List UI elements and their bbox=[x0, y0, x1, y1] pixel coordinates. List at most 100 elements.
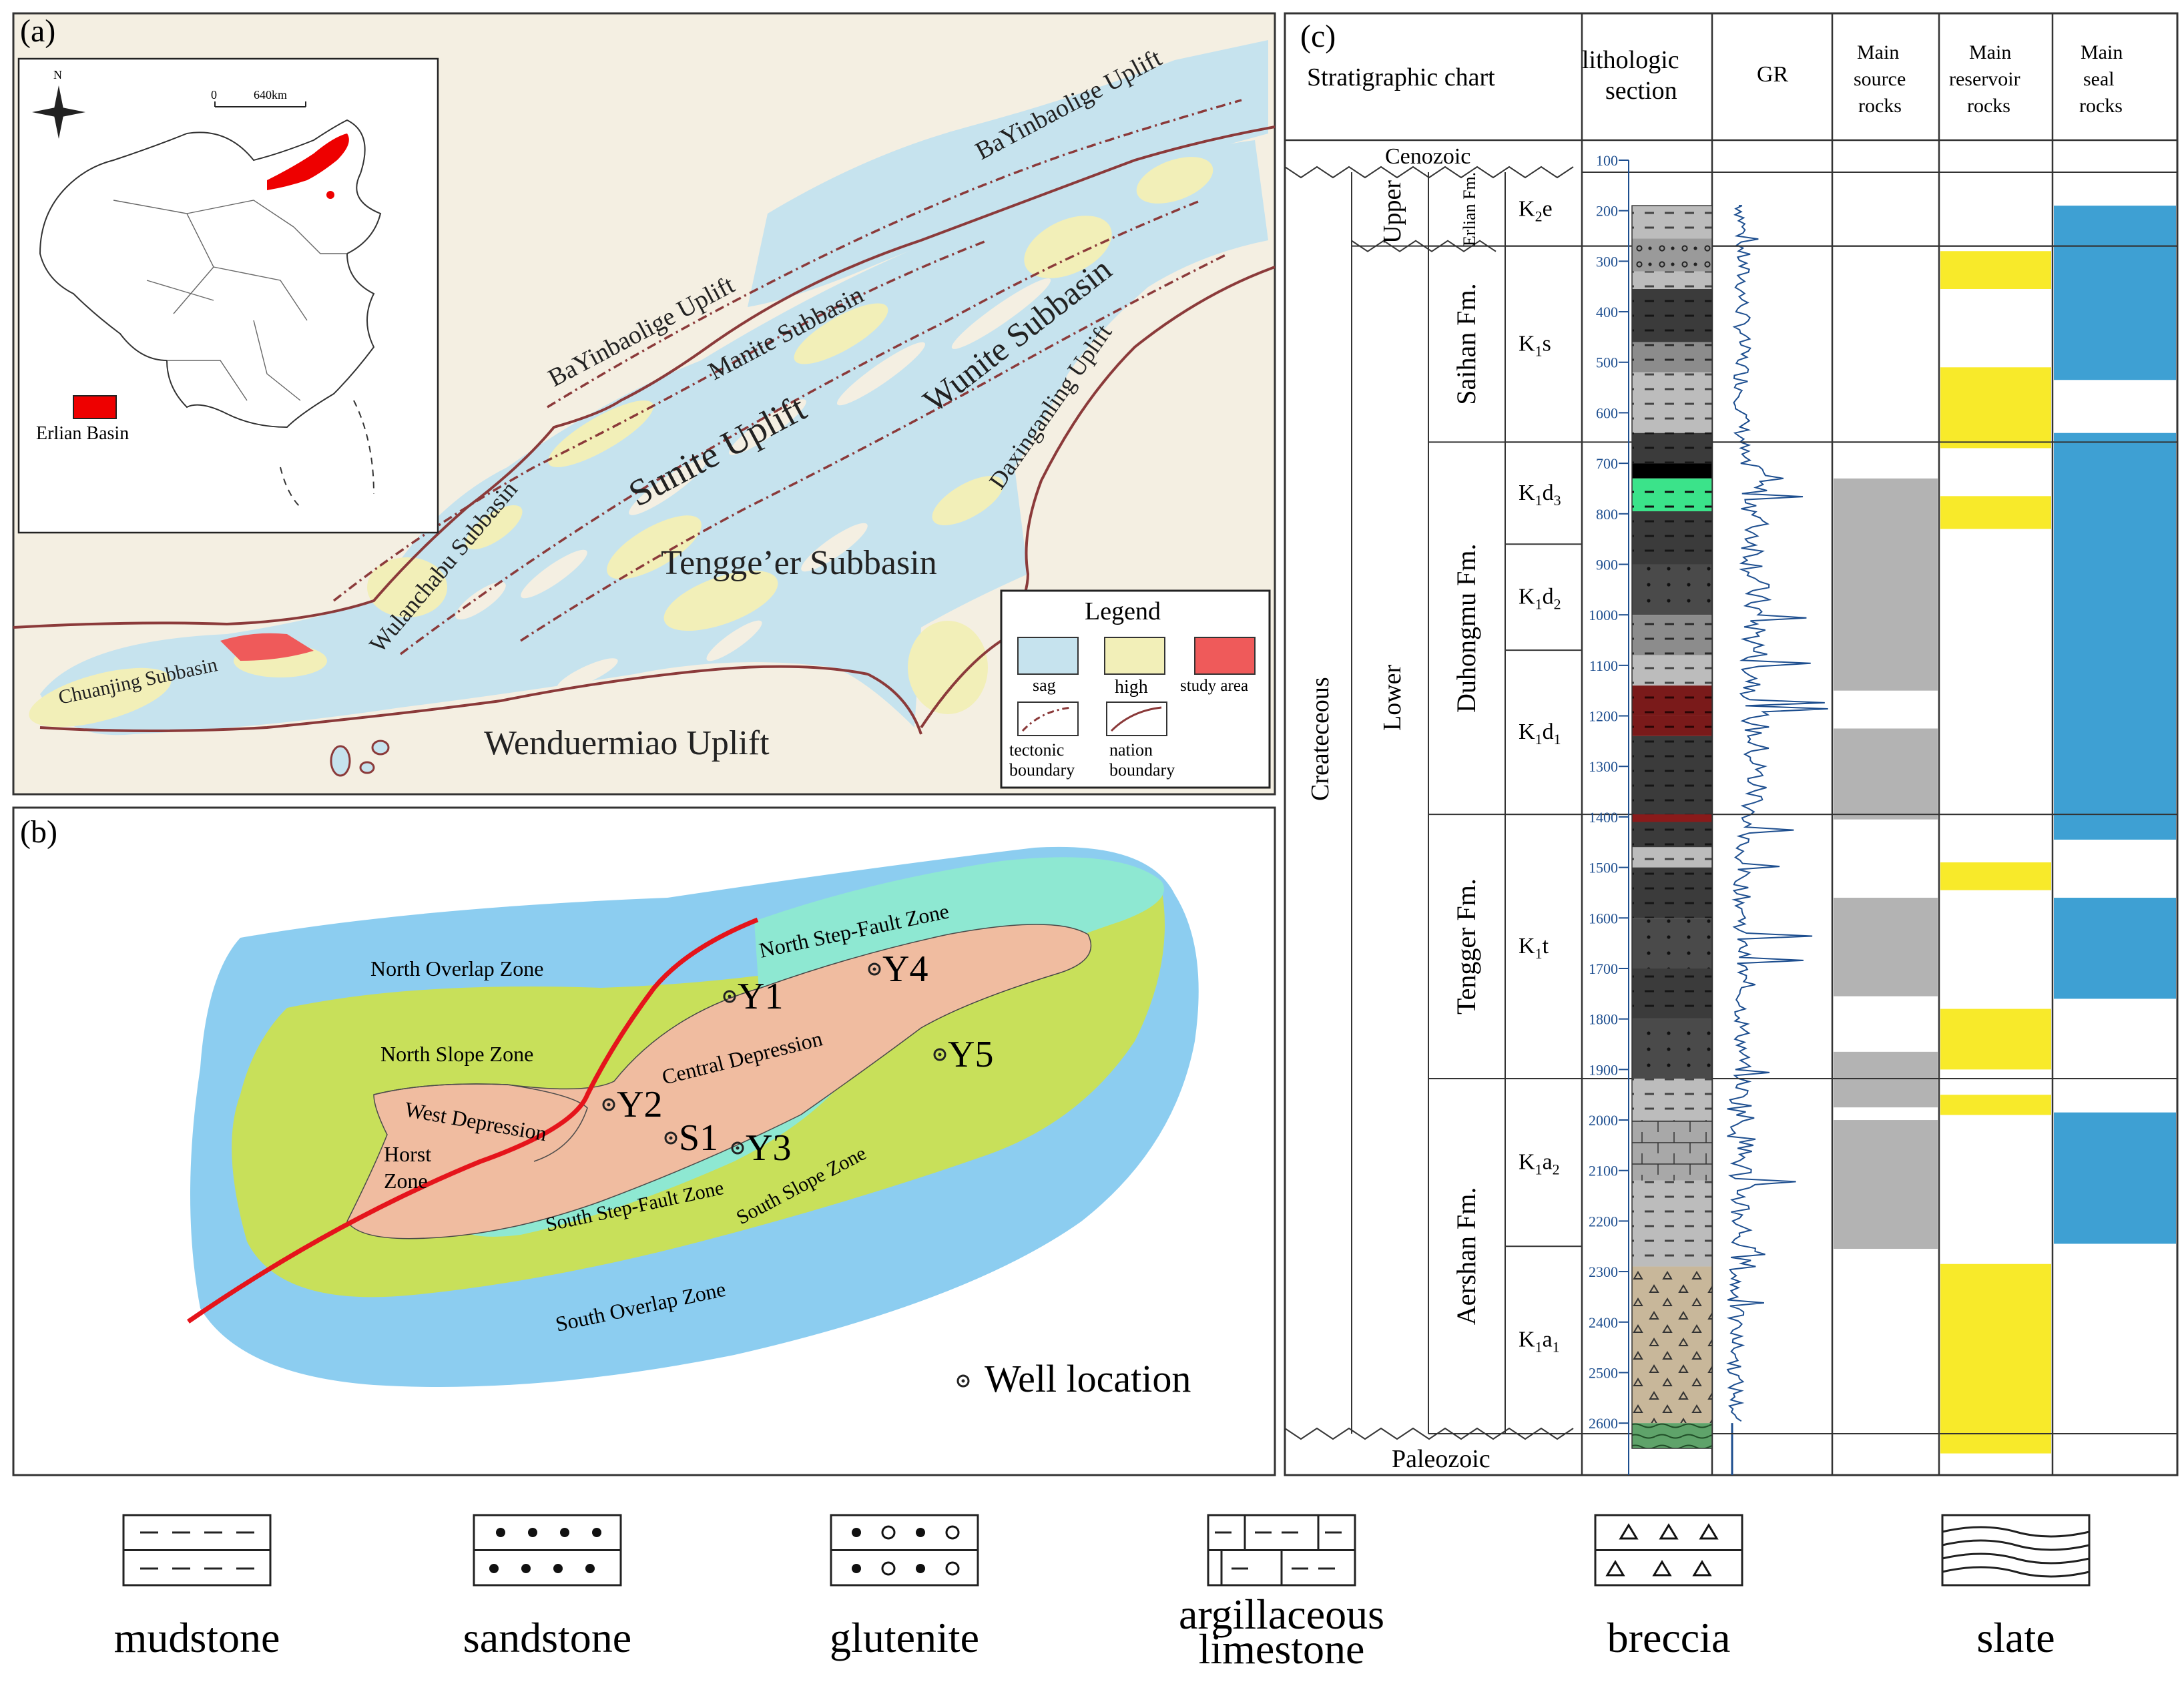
well-label-y3: Y3 bbox=[746, 1127, 791, 1169]
panel-c-column: (c) Stratigraphic chart lithologic secti… bbox=[1284, 12, 2179, 1476]
lithology-layer bbox=[1632, 867, 1712, 918]
nation-boundary bbox=[13, 125, 1275, 629]
legend-label-slate: slate bbox=[1976, 1614, 2055, 1661]
label-horst-2: Zone bbox=[384, 1169, 428, 1193]
depth-tick: 1300 bbox=[1589, 758, 1618, 775]
label-north-slope: North Slope Zone bbox=[380, 1042, 533, 1066]
well-y3: Y3 bbox=[731, 1127, 791, 1169]
formation-tengger: Tengger Fm. bbox=[1451, 878, 1481, 1015]
formation-duhongmu: Duhongmu Fm. bbox=[1451, 544, 1481, 713]
member-k1d3: K1d3 bbox=[1519, 481, 1561, 509]
fault-line bbox=[187, 917, 759, 1324]
svg-text:high: high bbox=[1115, 677, 1148, 697]
lithology-layer bbox=[1632, 814, 1712, 822]
formation-erlian: Erlian Fm. bbox=[1460, 172, 1479, 246]
depth-tick: 1500 bbox=[1589, 860, 1618, 876]
depth-tick: 1100 bbox=[1589, 657, 1618, 674]
sandstone-symbol-icon bbox=[489, 1528, 601, 1573]
legend-breccia: breccia bbox=[1594, 1514, 1743, 1661]
header-litho-1: lithologic bbox=[1582, 46, 1679, 74]
source-interval bbox=[1834, 1120, 1938, 1249]
slate-symbol-icon bbox=[1942, 1526, 2090, 1578]
lithology-layer bbox=[1632, 289, 1712, 342]
reservoir-interval bbox=[1940, 251, 2051, 289]
seal-interval bbox=[2054, 433, 2176, 840]
depth-tick: 2500 bbox=[1589, 1364, 1618, 1381]
legend-label-mudstone: mudstone bbox=[114, 1614, 280, 1661]
tectonic-boundary bbox=[399, 199, 1202, 655]
source-interval bbox=[1834, 1051, 1938, 1108]
gr-curve bbox=[1726, 205, 1828, 1422]
header-seal-2: seal bbox=[2083, 68, 2115, 90]
well-legend-label: Well location bbox=[985, 1357, 1191, 1400]
legend-label-glutenite: glutenite bbox=[830, 1614, 979, 1661]
member-k1s: K1s bbox=[1519, 331, 1551, 359]
unconformity-base bbox=[1284, 1427, 1574, 1440]
header-gr: GR bbox=[1757, 62, 1789, 87]
header-reservoir-2: reservoir bbox=[1949, 68, 2020, 90]
panel-a-map: (a) BaYinbaolige Uplift BaYinbaolige Upl… bbox=[12, 12, 1276, 796]
header-seal-1: Main bbox=[2081, 41, 2123, 63]
lithology-layer bbox=[1632, 238, 1712, 272]
era-cenozoic: Cenozoic bbox=[1385, 144, 1470, 169]
lithology-layer bbox=[1632, 615, 1712, 655]
well-label-y1: Y1 bbox=[738, 976, 783, 1017]
lithology-layer bbox=[1632, 463, 1712, 479]
legend-slate: slate bbox=[1941, 1514, 2091, 1661]
lithology-layer bbox=[1632, 822, 1712, 848]
erlian-basin-highlight bbox=[267, 133, 349, 190]
depth-tick: 1200 bbox=[1589, 708, 1618, 725]
header-source-1: Main bbox=[1857, 41, 1899, 63]
panel-b-map: (b) North Overlap Zone North Step-Fault … bbox=[12, 806, 1276, 1476]
depth-tick: 1900 bbox=[1589, 1061, 1618, 1078]
depth-tick: 1000 bbox=[1589, 607, 1618, 623]
series-lower: Lower bbox=[1378, 664, 1406, 731]
lithology-layer bbox=[1632, 1078, 1712, 1121]
reservoir-interval bbox=[1940, 496, 2051, 529]
series-upper: Upper bbox=[1378, 180, 1406, 244]
header-seal-3: rocks bbox=[2079, 95, 2123, 117]
label-north-overlap: North Overlap Zone bbox=[370, 956, 543, 980]
china-inset-map: N 0 640km Erlian Basin bbox=[17, 57, 439, 534]
unconformity-top bbox=[1284, 166, 1574, 179]
depth-tick: 1800 bbox=[1589, 1011, 1618, 1028]
lithology-layer bbox=[1632, 968, 1712, 1019]
inset-legend-swatch bbox=[73, 395, 117, 419]
lithology-layer bbox=[1632, 685, 1712, 716]
seal-interval bbox=[2054, 206, 2176, 380]
high-areas bbox=[29, 157, 1213, 728]
system-label: Createceous bbox=[1306, 677, 1334, 801]
study-area bbox=[220, 633, 314, 661]
lithology-layer bbox=[1632, 655, 1712, 686]
well-y4: Y4 bbox=[868, 948, 928, 990]
svg-text:sag: sag bbox=[1033, 675, 1056, 695]
legend-mudstone: mudstone bbox=[114, 1514, 280, 1661]
lithology-layer bbox=[1632, 1019, 1712, 1079]
sag-belt bbox=[40, 140, 1268, 736]
north-arrow-icon: N bbox=[32, 68, 85, 139]
inset-legend-label: Erlian Basin bbox=[36, 423, 129, 444]
header-source-3: rocks bbox=[1858, 95, 1902, 117]
formation-saihan: Saihan Fm. bbox=[1451, 283, 1481, 404]
depth-tick: 600 bbox=[1596, 404, 1618, 421]
legend-sandstone: sandstone bbox=[463, 1514, 631, 1661]
depth-tick: 700 bbox=[1596, 455, 1618, 472]
depth-tick: 400 bbox=[1596, 304, 1618, 320]
member-k1d2: K1d2 bbox=[1519, 585, 1561, 613]
lithology-layer bbox=[1632, 1423, 1712, 1448]
label-horst-1: Horst bbox=[384, 1142, 431, 1166]
member-k1a2: K1a2 bbox=[1519, 1150, 1560, 1178]
well-label-y4: Y4 bbox=[882, 948, 928, 990]
breccia-symbol-icon bbox=[1605, 1523, 1719, 1577]
scale-bar: 0 640km bbox=[211, 88, 306, 107]
lithology-layer bbox=[1632, 511, 1712, 565]
formation-aershan: Aershan Fm. bbox=[1451, 1187, 1481, 1326]
well-y1: Y1 bbox=[723, 976, 783, 1017]
svg-text:0: 0 bbox=[211, 88, 217, 101]
